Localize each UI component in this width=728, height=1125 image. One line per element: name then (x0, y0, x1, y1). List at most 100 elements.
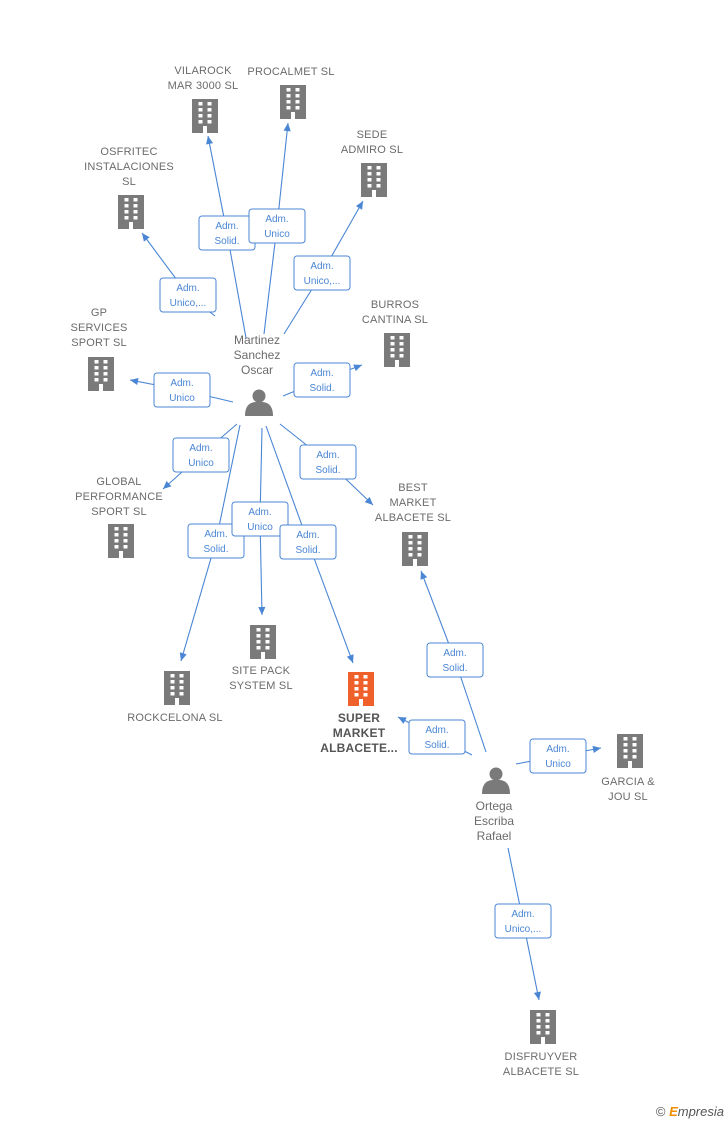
company-label: CANTINA SL (362, 314, 428, 326)
person-label: Martinez (234, 333, 280, 347)
company-label: SEDE (357, 129, 388, 141)
edge-label[interactable]: Adm.Solid. (408, 719, 466, 755)
edge-label[interactable]: Adm. Solid. (198, 215, 256, 251)
edge-label-text: Unico (247, 522, 273, 533)
company-label: OSFRITEC (100, 146, 157, 158)
copyright-symbol: © (655, 1104, 666, 1119)
company-label: SPORT SL (91, 506, 147, 518)
company-label: INSTALACIONES (84, 161, 174, 173)
company-node-best[interactable]: BEST MARKET ALBACETE SL (375, 482, 451, 566)
building-icon (280, 85, 306, 119)
company-label: BURROS (371, 299, 419, 311)
edge-martinez-global: Adm.Unico (162, 423, 238, 490)
person-icon (482, 767, 510, 794)
edge-label[interactable]: Adm.Solid. (293, 362, 351, 398)
arrow-head-icon (364, 496, 373, 505)
company-node-burros[interactable]: BURROS CANTINA SL (362, 299, 428, 367)
edge-label-box (529, 738, 587, 774)
arrow-head-icon (163, 480, 172, 489)
edge-label-box (187, 523, 245, 559)
edge-label-text: Adm. (170, 378, 193, 389)
edge-label-text: Adm. (204, 529, 227, 540)
arrow-head-icon (179, 652, 187, 661)
building-icon (192, 99, 218, 133)
edge-label[interactable]: Adm.Solid. (279, 524, 337, 560)
edge-label-box (426, 642, 484, 678)
edge-label-box (231, 501, 289, 537)
company-label: GP (91, 307, 107, 319)
edge-label[interactable]: Adm.Unico (248, 208, 306, 244)
edge-label-box (153, 372, 211, 408)
company-label: MAR 3000 SL (168, 80, 239, 92)
person-label: Escriba (474, 814, 514, 828)
edge-label-text: Solid. (295, 545, 320, 556)
edge-label-text: Unico,... (505, 924, 542, 935)
company-label: SERVICES (70, 322, 127, 334)
empresia-watermark: © Empresia (656, 1104, 724, 1119)
company-node-procalmet[interactable]: PROCALMET SL (247, 66, 334, 119)
edge-label[interactable]: Adm. Unico (231, 501, 289, 537)
edge-label-text: Adm. (310, 261, 333, 272)
person-label: Rafael (477, 829, 512, 843)
company-node-super[interactable]: SUPERMARKETALBACETE... (320, 672, 398, 755)
edge-label-text: Unico,... (304, 276, 341, 287)
edge-martinez-super: Adm. Solid. (265, 425, 354, 664)
building-icon (348, 672, 374, 706)
company-label: SPORT SL (71, 337, 127, 349)
edge-label[interactable]: Adm.Solid. (426, 642, 484, 678)
edge-label-text: Unico,... (170, 298, 207, 309)
company-node-sede[interactable]: SEDE ADMIRO SL (341, 129, 403, 197)
edge-label-text: Adm. (176, 283, 199, 294)
building-icon (164, 671, 190, 705)
company-label: BEST (398, 482, 428, 494)
person-label: Sanchez (234, 348, 281, 362)
building-icon (250, 625, 276, 659)
arrow-head-icon (353, 364, 362, 372)
arrow-head-icon (355, 201, 363, 210)
building-icon (384, 333, 410, 367)
edge-label[interactable]: Adm.Unico,... (494, 903, 552, 939)
edge-label-text: Adm. (248, 507, 271, 518)
edge-ortega-disfruyver: Adm.Unico,... (494, 847, 552, 1001)
building-icon (88, 357, 114, 391)
edge-label-box (494, 903, 552, 939)
edge-label[interactable]: Adm.Solid. (299, 444, 357, 480)
edge-label[interactable]: Adm.Unico (529, 738, 587, 774)
edge-martinez-sitepack: Adm. Unico (231, 427, 289, 616)
person-icon (245, 389, 273, 416)
edge-label-text: Adm. (316, 450, 339, 461)
company-node-gp[interactable]: GP SERVICES SPORT SL (70, 307, 127, 391)
company-node-rockcelona[interactable]: ROCKCELONA SL (127, 671, 223, 724)
edge-label[interactable]: Adm. Solid. (187, 523, 245, 559)
edge-label-text: Adm. (215, 221, 238, 232)
company-label: ALBACETE SL (375, 512, 451, 524)
edge-label[interactable]: Adm. Unico,... (293, 255, 351, 291)
company-label: ADMIRO SL (341, 144, 403, 156)
arrow-head-icon (130, 377, 139, 386)
edge-label[interactable]: Adm.Unico (172, 437, 230, 473)
brand-name: mpresia (677, 1104, 724, 1119)
edge-label-text: Solid. (442, 663, 467, 674)
building-icon (361, 163, 387, 197)
edge-martinez-osfritec: Adm. Unico,... (141, 232, 217, 317)
arrow-head-icon (258, 606, 266, 615)
edge-label-text: Solid. (203, 544, 228, 555)
edge-label-text: Unico (545, 759, 571, 770)
company-label: MARKET (389, 497, 436, 509)
company-label: SYSTEM SL (229, 680, 293, 692)
edge-label[interactable]: Adm.Unico (153, 372, 211, 408)
arrow-head-icon (420, 571, 428, 580)
building-icon (118, 195, 144, 229)
edge-label[interactable]: Adm. Unico,... (159, 277, 217, 313)
edge-martinez-gp: Adm.Unico (129, 372, 234, 408)
edge-label-text: Solid. (214, 236, 239, 247)
company-node-garcia[interactable]: GARCIA &JOU SL (601, 734, 655, 803)
